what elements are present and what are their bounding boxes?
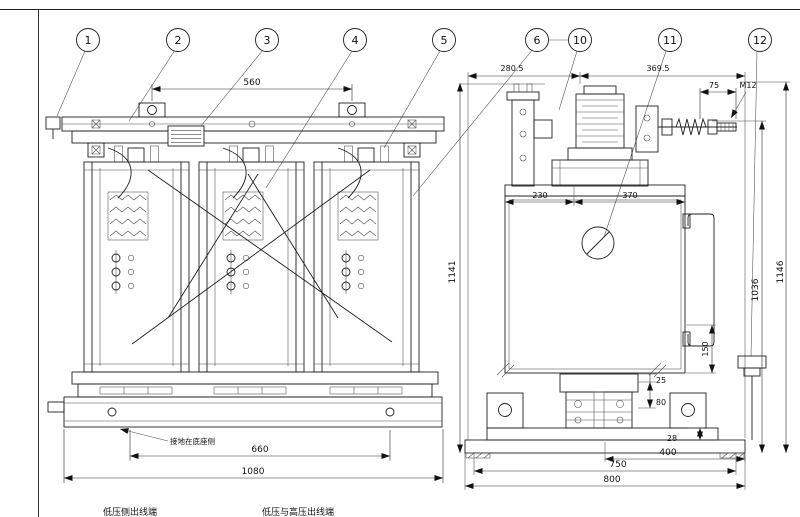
callout-3: 3 xyxy=(255,28,279,52)
slash-mark-left xyxy=(496,362,515,378)
insulator xyxy=(575,93,625,149)
dim-660: 660 xyxy=(129,430,391,461)
beam-bolts xyxy=(87,119,421,158)
dim-1141: 1141 xyxy=(448,83,545,453)
bushing-assembly xyxy=(506,83,659,187)
side-base xyxy=(464,355,767,459)
dim-150-label: 150 xyxy=(701,341,710,356)
callout-4-label: 4 xyxy=(352,34,359,47)
callout-1-label: 1 xyxy=(85,34,92,47)
dim-1146: 1146 xyxy=(740,81,790,453)
hv-stud xyxy=(658,117,737,136)
front-view: 接地在底座侧 560 660 1080 低压侧出线端 xyxy=(45,78,445,517)
hv-bracket xyxy=(635,105,659,153)
callout-11: 11 xyxy=(658,28,682,52)
dim-370-label: 370 xyxy=(622,191,637,200)
dim-1146-label: 1146 xyxy=(776,260,786,283)
ground-note-label: 接地在底座侧 xyxy=(170,436,215,446)
bushing-support xyxy=(551,159,649,187)
dim-750-label: 750 xyxy=(609,460,626,470)
dim-75-m12: 75 M12 xyxy=(699,81,757,119)
foot-pad-left xyxy=(486,392,524,429)
dim-369-label: 369.5 xyxy=(647,64,670,73)
dim-230-370: 230 370 xyxy=(505,186,685,206)
base-rail xyxy=(486,427,719,441)
callout-10: 10 xyxy=(568,28,592,52)
ground-flag-bracket xyxy=(45,116,61,130)
dim-400: 400 xyxy=(604,442,746,462)
dim-75-label: 75 xyxy=(709,81,719,90)
handle xyxy=(687,213,715,347)
dim-660-label: 660 xyxy=(251,445,268,455)
dim-280-label: 280.5 xyxy=(501,64,524,73)
slash-mark-right xyxy=(648,362,667,378)
dim-800: 800 xyxy=(464,453,746,490)
lv-bracket xyxy=(511,99,535,187)
hv-jumper-cables xyxy=(107,147,362,199)
spring-washer xyxy=(675,117,707,136)
inspection-port xyxy=(581,226,615,260)
callout-6-label: 6 xyxy=(534,34,541,47)
nameplate xyxy=(167,125,205,147)
base-channel xyxy=(47,396,443,428)
thread-m12-label: M12 xyxy=(739,81,756,90)
dim-560: 560 xyxy=(151,78,353,101)
insulator-fins xyxy=(576,99,624,143)
dim-750: 750 xyxy=(473,453,737,475)
dim-1141-label: 1141 xyxy=(448,261,458,284)
dim-25-80-28: 25 80 28 xyxy=(638,373,704,443)
dim-25-label: 25 xyxy=(656,376,666,385)
callout-3-label: 3 xyxy=(264,34,271,47)
dim-28-label: 28 xyxy=(667,434,677,443)
callout-1: 1 xyxy=(76,28,100,52)
dim-1036-label: 1036 xyxy=(751,278,761,301)
dim-1036: 1036 xyxy=(712,120,766,453)
sheet-border xyxy=(0,9,800,517)
dim-800-label: 800 xyxy=(603,475,620,485)
callout-balloons: 1 2 3 4 5 6 10 11 12 xyxy=(76,28,772,52)
lifting-beam xyxy=(45,116,445,144)
dim-280-369: 280.5 369.5 xyxy=(468,64,745,79)
callout-12-label: 12 xyxy=(753,34,767,47)
callout-11-label: 11 xyxy=(663,34,677,47)
callout-10-label: 10 xyxy=(573,34,587,47)
core-foot xyxy=(559,373,639,393)
front-view-caption: 低压侧出线端 xyxy=(103,506,157,517)
floor-pads xyxy=(465,452,745,459)
side-view: 280.5 369.5 xyxy=(262,64,790,517)
winding-phase-c xyxy=(313,147,420,373)
ground-bolt xyxy=(107,407,117,417)
thread-end xyxy=(716,122,737,132)
dim-1080-label: 1080 xyxy=(242,467,265,477)
side-view-caption: 低压与高压出线端 xyxy=(262,506,334,517)
callout-2: 2 xyxy=(166,28,190,52)
dim-80-label: 80 xyxy=(656,398,666,407)
side-body xyxy=(504,184,715,374)
dim-560-label: 560 xyxy=(243,78,260,88)
callout-6: 6 xyxy=(525,28,549,52)
winding-phase-a xyxy=(83,147,190,373)
callout-2-label: 2 xyxy=(175,34,182,47)
callout-12: 12 xyxy=(748,28,772,52)
lifting-lug-left xyxy=(138,102,166,118)
callout-leader-lines xyxy=(56,39,758,357)
hv-connection-bars xyxy=(131,169,393,345)
winding-phase-b xyxy=(198,147,305,373)
callout-4: 4 xyxy=(343,28,367,52)
foot-pad-right xyxy=(669,392,707,429)
dim-230-label: 230 xyxy=(532,191,547,200)
lifting-lug-right xyxy=(338,102,366,118)
ground-note: 接地在底座侧 xyxy=(119,428,215,446)
dim-1080: 1080 xyxy=(63,429,444,483)
dim-150: 150 xyxy=(686,324,716,374)
dim-400-label: 400 xyxy=(659,448,676,458)
callout-5: 5 xyxy=(432,28,456,52)
bottom-clamp xyxy=(71,371,439,398)
callout-5-label: 5 xyxy=(441,34,448,47)
